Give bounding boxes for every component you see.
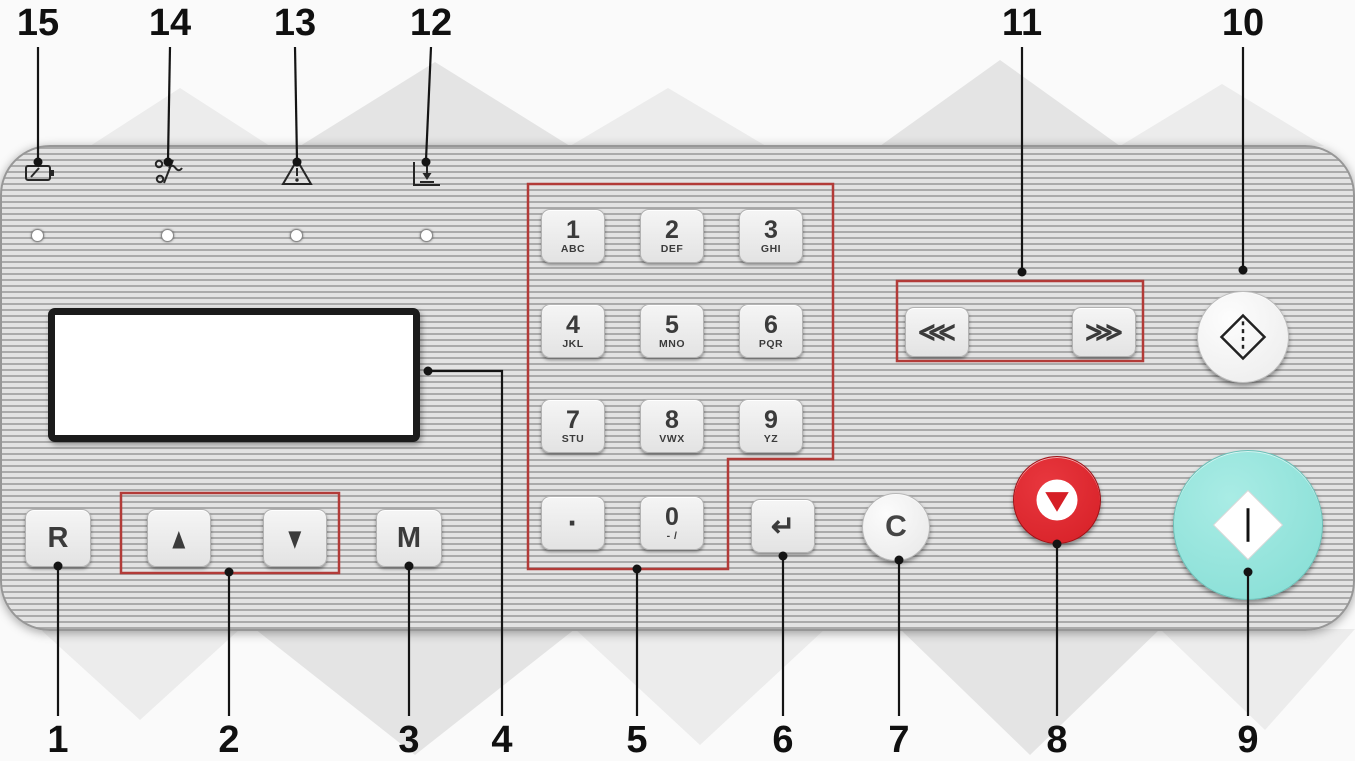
clamp-led — [420, 229, 433, 242]
callout-label-5: 5 — [626, 719, 648, 761]
callout-label-2: 2 — [218, 719, 240, 761]
key-digit: 8 — [665, 406, 679, 434]
callout-label-10: 10 — [1221, 2, 1265, 44]
droplets-icon — [151, 155, 185, 189]
key-1[interactable]: 1 ABC — [541, 209, 605, 263]
arrow-up-icon: ▲ — [168, 520, 190, 555]
key-4[interactable]: 4 JKL — [541, 304, 605, 358]
key-8[interactable]: 8 VWX — [640, 399, 704, 453]
key-digit: 7 — [566, 406, 580, 434]
callout-label-6: 6 — [772, 719, 794, 761]
battery-led — [31, 229, 44, 242]
key-letters: MNO — [659, 338, 685, 350]
callout-label-4: 4 — [491, 719, 513, 761]
key-6[interactable]: 6 PQR — [739, 304, 803, 358]
start-icon — [1212, 489, 1284, 561]
key-letters: VWX — [659, 433, 685, 445]
start-button[interactable] — [1173, 450, 1323, 600]
key-digit: 6 — [764, 311, 778, 339]
triple-chevron-right-icon: ⋙ — [1084, 316, 1124, 347]
key-letters: GHI — [760, 243, 782, 255]
key-0[interactable]: 0 - / — [640, 496, 704, 550]
battery-icon — [23, 155, 57, 189]
callout-label-14: 14 — [148, 2, 192, 44]
reference-position-button[interactable] — [1197, 291, 1289, 383]
key-letters: ABC — [560, 243, 586, 255]
enter-icon: ↵ — [770, 510, 796, 543]
triple-chevron-left-icon: ⋘ — [917, 316, 957, 347]
callout-label-12: 12 — [409, 2, 453, 44]
callout-label-8: 8 — [1046, 719, 1068, 761]
key-digit: 1 — [566, 216, 580, 244]
key-letters: - / — [666, 530, 678, 542]
arrow-down-button[interactable]: ▼ — [263, 509, 327, 567]
key-2[interactable]: 2 DEF — [640, 209, 704, 263]
arrow-down-icon: ▼ — [284, 520, 306, 555]
jog-forward-button[interactable]: ⋙ — [1072, 307, 1136, 357]
key-letters: JKL — [562, 338, 584, 350]
callout-label-3: 3 — [398, 719, 420, 761]
clear-label: C — [885, 510, 907, 543]
key-digit: 0 — [665, 503, 679, 531]
key-letters: PQR — [758, 338, 784, 350]
droplets-led — [161, 229, 174, 242]
clamp-down-icon — [409, 157, 443, 191]
key-digit: · — [567, 505, 579, 541]
stop-icon — [1036, 479, 1078, 521]
clear-button[interactable]: C — [862, 493, 930, 561]
jog-backward-button[interactable]: ⋘ — [905, 307, 969, 357]
key-digit: 3 — [764, 216, 778, 244]
key-9[interactable]: 9 YZ — [739, 399, 803, 453]
key-dot[interactable]: · — [541, 496, 605, 550]
key-5[interactable]: 5 MNO — [640, 304, 704, 358]
warning-led — [290, 229, 303, 242]
key-letters: YZ — [763, 433, 779, 445]
callout-label-9: 9 — [1237, 719, 1259, 761]
reset-label: R — [47, 521, 69, 554]
diamond-dashed-icon — [1219, 313, 1267, 361]
warning-icon — [280, 155, 314, 189]
lcd-display — [48, 308, 420, 442]
key-digit: 5 — [665, 311, 679, 339]
reset-button[interactable]: R — [25, 509, 91, 567]
callout-label-11: 11 — [1001, 2, 1043, 44]
key-letters: DEF — [660, 243, 684, 255]
callout-label-1: 1 — [47, 719, 69, 761]
arrow-up-button[interactable]: ▲ — [147, 509, 211, 567]
callout-label-7: 7 — [888, 719, 910, 761]
enter-button[interactable]: ↵ — [751, 499, 815, 553]
key-digit: 2 — [665, 216, 679, 244]
key-3[interactable]: 3 GHI — [739, 209, 803, 263]
stop-button[interactable] — [1013, 456, 1101, 544]
key-7[interactable]: 7 STU — [541, 399, 605, 453]
key-letters: STU — [561, 433, 585, 445]
callout-label-15: 15 — [16, 2, 60, 44]
callout-label-13: 13 — [273, 2, 317, 44]
memory-label: M — [396, 521, 422, 554]
key-digit: 9 — [764, 406, 778, 434]
memory-button[interactable]: M — [376, 509, 442, 567]
key-digit: 4 — [566, 311, 580, 339]
